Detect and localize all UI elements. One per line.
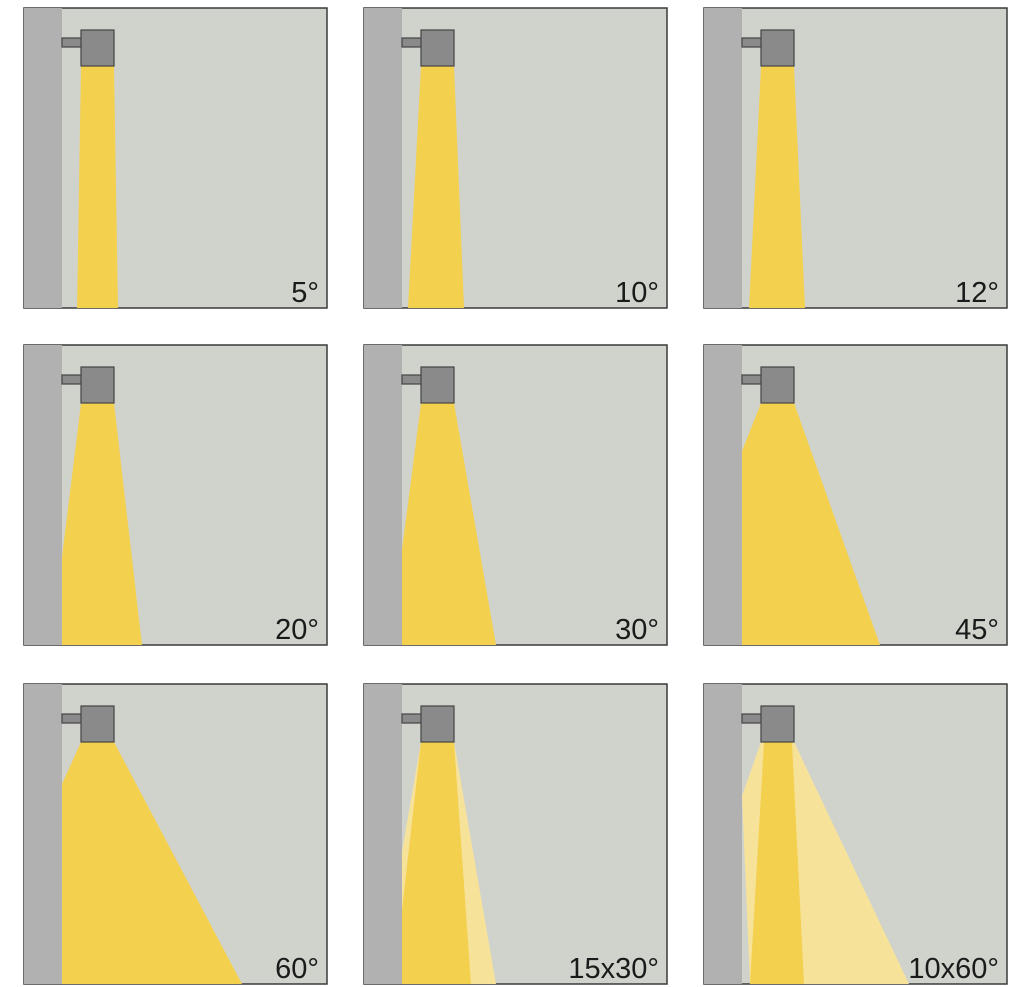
beam-angle-label: 12° — [955, 277, 999, 309]
spotlight-fixture-icon — [420, 29, 455, 67]
light-beam — [742, 403, 880, 645]
beam-angle-label: 10x60° — [908, 953, 999, 985]
light-beam — [750, 742, 804, 984]
spotlight-fixture-icon — [760, 366, 795, 404]
light-beam — [402, 403, 496, 645]
spotlight-fixture-icon — [420, 366, 455, 404]
beam-angle-label: 45° — [955, 614, 999, 646]
wall — [704, 8, 742, 308]
wall — [24, 345, 62, 645]
wall — [364, 8, 402, 308]
light-beam — [402, 742, 471, 984]
wall — [24, 684, 62, 984]
panel-background — [23, 7, 328, 309]
wall — [364, 684, 402, 984]
wall — [704, 684, 742, 984]
spotlight-fixture-icon — [80, 366, 115, 404]
panel-15x30: 15x30° — [363, 683, 668, 985]
beam-angle-label: 10° — [615, 277, 659, 309]
panel-60: 60° — [23, 683, 328, 985]
panel-10: 10° — [363, 7, 668, 309]
beam-angle-label: 60° — [275, 953, 319, 985]
spotlight-fixture-icon — [760, 29, 795, 67]
wall — [364, 345, 402, 645]
beam-angle-label: 30° — [615, 614, 659, 646]
wall — [24, 8, 62, 308]
spotlight-fixture-icon — [760, 705, 795, 743]
light-beam — [62, 742, 242, 984]
panel-10x60: 10x60° — [703, 683, 1008, 985]
light-beam — [77, 66, 118, 308]
panel-background — [703, 7, 1008, 309]
spotlight-fixture-icon — [420, 705, 455, 743]
spotlight-fixture-icon — [80, 29, 115, 67]
spotlight-fixture-icon — [80, 705, 115, 743]
light-beam — [62, 403, 142, 645]
panel-30: 30° — [363, 344, 668, 646]
beam-angle-label: 20° — [275, 614, 319, 646]
panel-12: 12° — [703, 7, 1008, 309]
light-beam — [749, 66, 805, 308]
panel-background — [363, 7, 668, 309]
beam-angle-label: 15x30° — [568, 953, 659, 985]
wall — [704, 345, 742, 645]
panel-20: 20° — [23, 344, 328, 646]
light-beam — [408, 66, 464, 308]
beam-angle-label: 5° — [291, 277, 319, 309]
panel-45: 45° — [703, 344, 1008, 646]
panel-5: 5° — [23, 7, 328, 309]
